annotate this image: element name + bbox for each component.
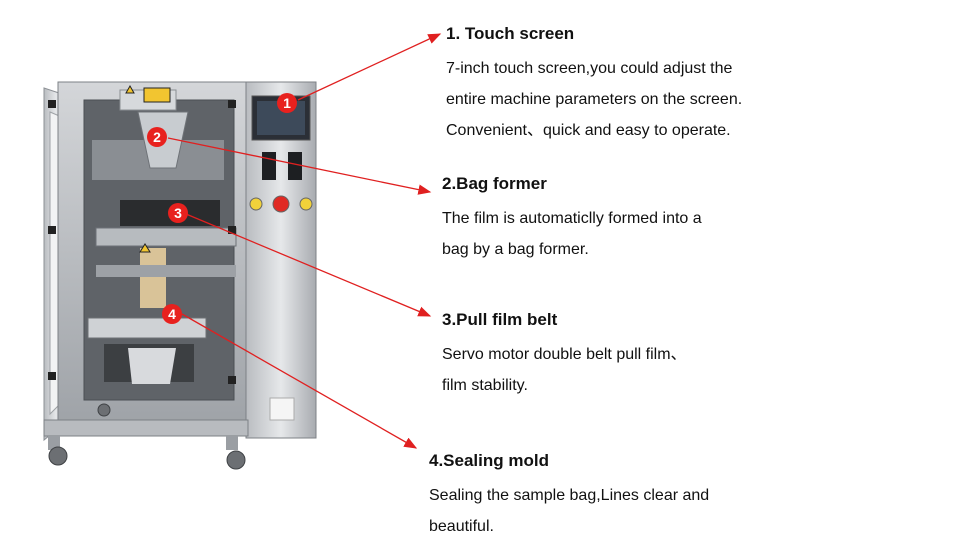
description-line: entire machine parameters on the screen.: [446, 91, 743, 108]
feature-description: Sealing the sample bag,Lines clear and b…: [429, 480, 709, 542]
description-line: The film is automaticlly formed into a: [442, 210, 702, 227]
feature-bag-former: 2.Bag former The film is automaticlly fo…: [442, 174, 702, 265]
feature-pull-film-belt: 3.Pull film belt Servo motor double belt…: [442, 310, 687, 401]
description-line: Servo motor double belt pull film、: [442, 346, 687, 363]
feature-description: The film is automaticlly formed into a b…: [442, 203, 702, 265]
feature-title: 1. Touch screen: [446, 24, 575, 43]
description-line: Convenient、quick and easy to operate.: [446, 122, 731, 139]
description-line: film stability.: [442, 377, 528, 394]
description-line: Sealing the sample bag,Lines clear and: [429, 487, 710, 504]
feature-description: 7-inch touch screen,you could adjust the…: [446, 53, 742, 146]
feature-description: Servo motor double belt pull film、 film …: [442, 339, 687, 401]
packing-machine-illustration: [43, 81, 317, 470]
feature-touch-screen: 1. Touch screen 7-inch touch screen,you …: [446, 24, 742, 146]
feature-title: 2.Bag former: [442, 174, 547, 193]
feature-title: 3.Pull film belt: [442, 310, 558, 329]
feature-title: 4.Sealing mold: [429, 451, 549, 470]
sealing-mold: [87, 317, 207, 339]
feature-sealing-mold: 4.Sealing mold Sealing the sample bag,Li…: [429, 451, 709, 542]
description-line: beautiful.: [429, 518, 494, 535]
description-line: 7-inch touch screen,you could adjust the: [446, 60, 733, 77]
description-line: bag by a bag former.: [442, 241, 589, 258]
